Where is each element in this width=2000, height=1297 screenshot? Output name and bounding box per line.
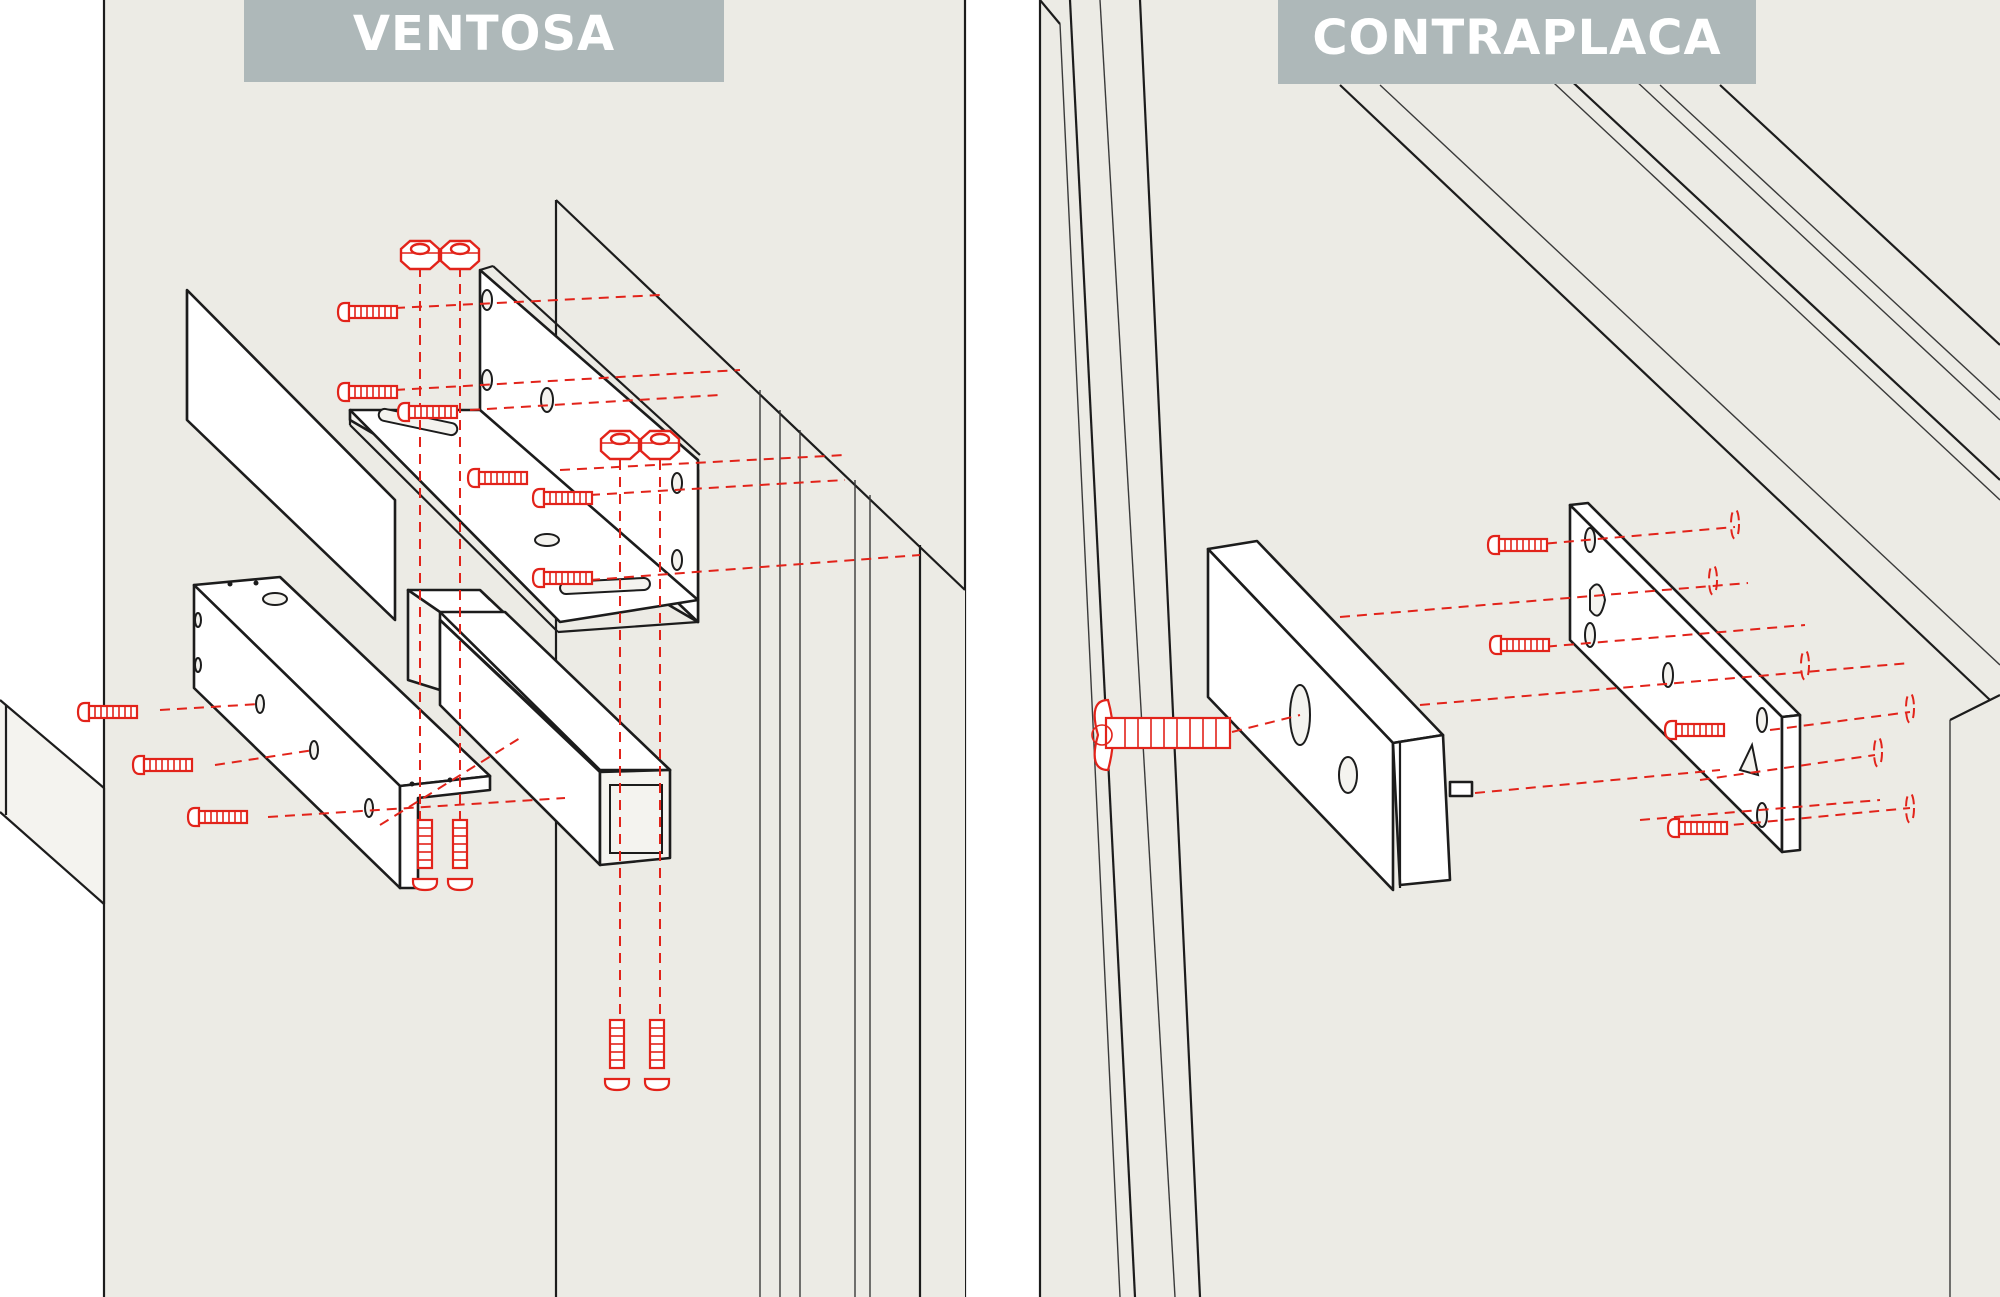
backing-plate: [1568, 501, 1802, 854]
panel-title-contraplaca: CONTRAPLACA: [1312, 10, 1721, 66]
screw-icon: [531, 567, 594, 589]
screw-icon: [336, 381, 399, 403]
nut-icon: [639, 429, 681, 461]
screw-icon: [76, 701, 139, 723]
mounting-hole-marks: [1708, 508, 1915, 824]
screw-icon: [466, 467, 529, 489]
screw-icon: [1666, 817, 1729, 839]
panel-ventosa: VENTOSA: [0, 0, 967, 1297]
screw-icon: [131, 754, 194, 776]
rubber-plate: [185, 288, 397, 622]
screw-icon: [186, 806, 249, 828]
screw-icon: [336, 301, 399, 323]
screw-icon: [1486, 534, 1549, 556]
nut-icon: [599, 429, 641, 461]
z-bracket: [406, 588, 672, 867]
title-ventosa: VENTOSA: [244, 0, 724, 82]
screws-contraplaca: [1091, 534, 1729, 839]
screw-icon: [1488, 634, 1551, 656]
screw-icon: [531, 487, 594, 509]
panel-contraplaca: CONTRAPLACA: [1035, 0, 2000, 1297]
nut-icon: [439, 239, 481, 271]
title-contraplaca: CONTRAPLACA: [1278, 0, 1756, 84]
door-edges: [1038, 0, 2000, 1297]
panel-title-ventosa: VENTOSA: [353, 6, 615, 62]
alignment-guides-ventosa: [159, 250, 921, 1020]
center-bolt-icon: [1091, 698, 1232, 772]
screw-icon: [1663, 719, 1726, 741]
nut-icon: [399, 239, 441, 271]
screw-icon: [396, 401, 459, 423]
alignment-guides-contraplaca: [1231, 526, 1911, 829]
door-leaf: [0, 699, 106, 905]
